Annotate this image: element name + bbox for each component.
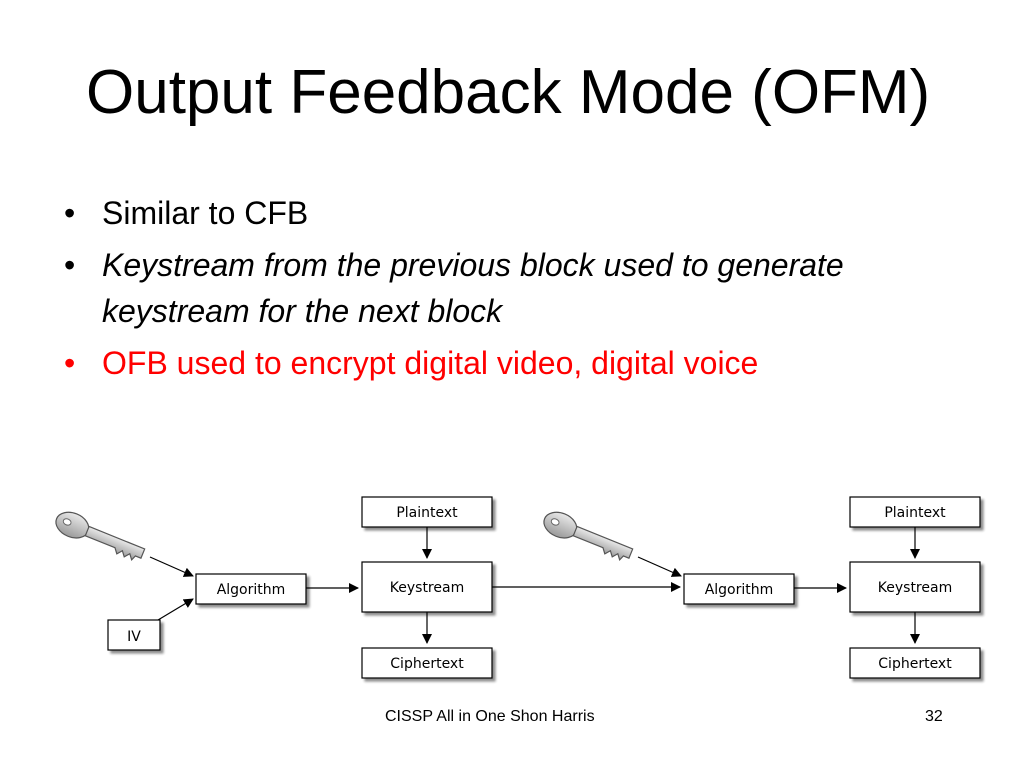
key-icon xyxy=(543,511,634,562)
bullet-item: • OFB used to encrypt digital video, dig… xyxy=(62,340,982,386)
bullet-dot: • xyxy=(64,195,76,231)
bullet-list: • Similar to CFB • Keystream from the pr… xyxy=(62,190,982,392)
bullet-item: • Keystream from the previous block used… xyxy=(62,242,982,334)
algorithm-label: Algorithm xyxy=(217,582,286,598)
algorithm-box: Algorithm xyxy=(683,573,795,605)
plaintext-box: Plaintext xyxy=(849,496,981,528)
iv-box: IV xyxy=(107,619,161,651)
algorithm-box: Algorithm xyxy=(195,573,307,605)
bullet-text: Keystream from the previous block used t… xyxy=(102,247,844,329)
plaintext-label: Plaintext xyxy=(396,505,458,521)
key-icon xyxy=(55,511,146,562)
bullet-text: Similar to CFB xyxy=(102,195,309,231)
bullet-item: • Similar to CFB xyxy=(62,190,982,236)
keystream-label: Keystream xyxy=(878,580,952,596)
page-number: 32 xyxy=(925,708,943,725)
plaintext-box: Plaintext xyxy=(361,496,493,528)
bullet-dot: • xyxy=(64,345,76,381)
footer-source: CISSP All in One Shon Harris xyxy=(385,708,595,725)
ciphertext-label: Ciphertext xyxy=(878,656,952,672)
plaintext-label: Plaintext xyxy=(884,505,946,521)
keystream-box: Keystream xyxy=(849,561,981,613)
keystream-box: Keystream xyxy=(361,561,493,613)
iv-label: IV xyxy=(127,629,141,645)
slide-title: Output Feedback Mode (OFM) xyxy=(86,58,931,127)
bullet-text: OFB used to encrypt digital video, digit… xyxy=(102,345,759,381)
ciphertext-box: Ciphertext xyxy=(361,647,493,679)
keystream-label: Keystream xyxy=(390,580,464,596)
algorithm-label: Algorithm xyxy=(705,582,774,598)
ciphertext-box: Ciphertext xyxy=(849,647,981,679)
ciphertext-label: Ciphertext xyxy=(390,656,464,672)
ofb-diagram: IV Algorithm Plaintext Keystream Ciphert… xyxy=(55,496,981,679)
bullet-dot: • xyxy=(64,247,76,283)
